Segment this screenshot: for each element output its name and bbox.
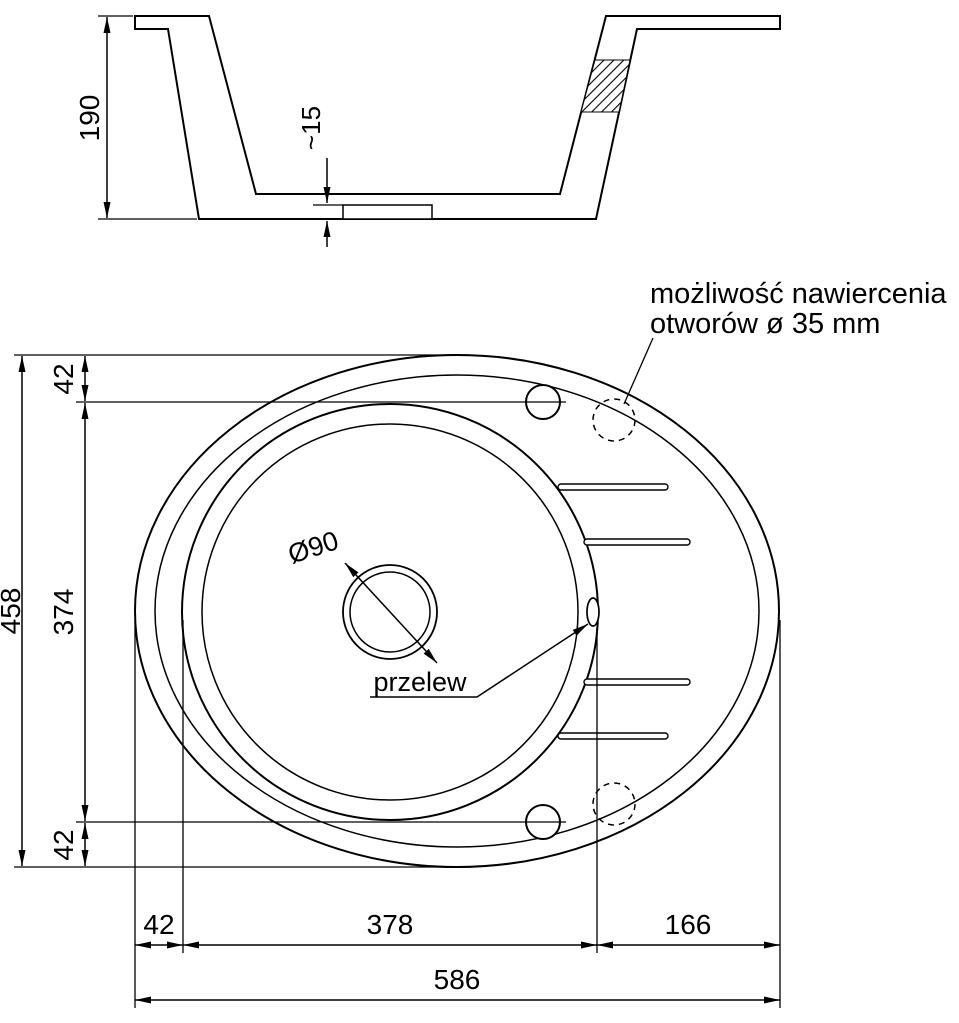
dim-left-offset-text: 42 — [143, 909, 174, 940]
bowl-inner-circle — [201, 423, 579, 801]
dim-bowl-width-text: 378 — [367, 909, 414, 940]
dim-bowl-depth-text: 374 — [48, 589, 79, 636]
dim-line-drain-diameter — [344, 562, 438, 664]
dim-bottom-thickness-text: ~15 — [296, 106, 326, 150]
dim-total-depth-text: 458 — [0, 588, 26, 635]
plan-view: Ø90 przelew możliwość nawiercenia otworó… — [134, 278, 947, 868]
drainer-groove — [583, 678, 691, 686]
drainer-groove — [557, 732, 669, 740]
drainer-groove — [557, 483, 669, 491]
optional-drill-hole-bottom — [592, 782, 636, 826]
bottom-dimensions: 42 378 166 586 — [134, 620, 781, 1008]
optional-drill-hole-top — [592, 398, 636, 442]
section-view: 190 ~15 — [74, 15, 781, 247]
overflow-label: przelew — [373, 667, 467, 697]
overflow-slot — [586, 597, 600, 627]
dim-total-width-text: 586 — [434, 964, 481, 995]
left-dimensions: 458 42 374 42 — [0, 354, 566, 868]
dim-drainer-width-text: 166 — [665, 909, 712, 940]
dim-top-offset-text: 42 — [48, 363, 79, 394]
overflow-leader-line — [370, 623, 589, 698]
drain-recess — [342, 204, 433, 220]
note-leader-line — [623, 337, 654, 405]
note-text-line-1: możliwość nawiercenia — [650, 278, 947, 310]
note-text-line-2: otworów ø 35 mm — [650, 308, 880, 340]
dim-height-text: 190 — [74, 95, 105, 142]
drainer-groove — [583, 538, 691, 546]
section-hatch-region — [580, 59, 631, 113]
sink-inner-rim — [154, 374, 760, 848]
dim-bottom-offset-text: 42 — [48, 829, 79, 860]
